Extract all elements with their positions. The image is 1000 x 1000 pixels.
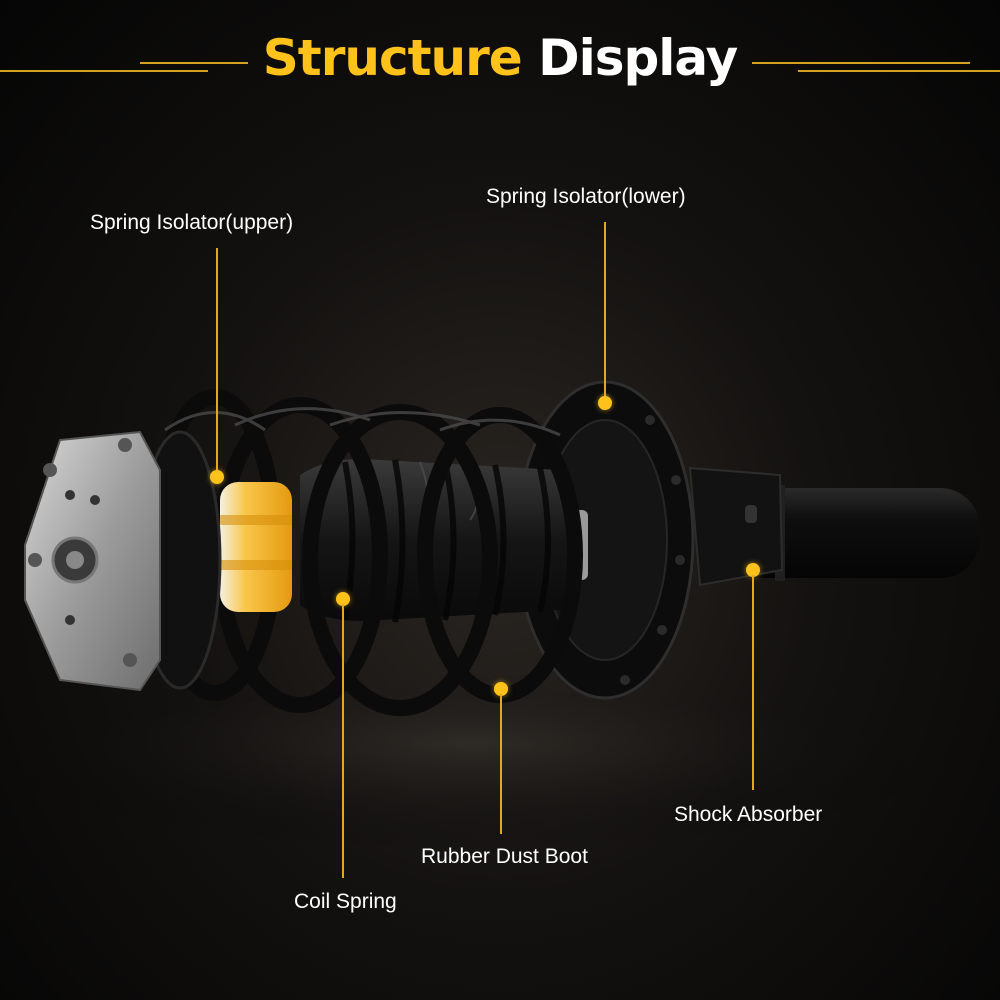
- title-line-right-short: [752, 62, 970, 64]
- callout-line-spring-isolator-upper: [216, 248, 218, 472]
- title-line-right-long: [798, 70, 1000, 72]
- callout-label-spring-isolator-lower: Spring Isolator(lower): [486, 185, 686, 208]
- knuckle-bracket: [688, 466, 784, 587]
- callout-label-shock-absorber: Shock Absorber: [674, 803, 823, 826]
- callout-dot-shock-absorber: [746, 563, 760, 577]
- callout-label-spring-isolator-upper: Spring Isolator(upper): [90, 211, 294, 234]
- page-title: Structure Display: [0, 26, 1000, 90]
- title-line-left-long: [0, 70, 208, 72]
- callout-line-spring-isolator-lower: [604, 222, 606, 398]
- title-highlight: Structure: [262, 29, 523, 87]
- floor-reflection: [30, 690, 910, 870]
- callout-line-coil-spring: [342, 604, 344, 878]
- title-line-left-short: [140, 62, 248, 64]
- top-mount-plate: [24, 430, 161, 692]
- callout-dot-coil-spring: [336, 592, 350, 606]
- callout-line-rubber-dust-boot: [500, 694, 502, 834]
- callout-dot-spring-isolator-lower: [598, 396, 612, 410]
- upper-isolator-shape: [220, 482, 292, 612]
- title-rest: Display: [538, 29, 738, 87]
- callout-dot-spring-isolator-upper: [210, 470, 224, 484]
- callout-line-shock-absorber: [752, 575, 754, 790]
- callout-label-coil-spring: Coil Spring: [294, 890, 397, 913]
- callout-dot-rubber-dust-boot: [494, 682, 508, 696]
- callout-label-rubber-dust-boot: Rubber Dust Boot: [421, 845, 588, 868]
